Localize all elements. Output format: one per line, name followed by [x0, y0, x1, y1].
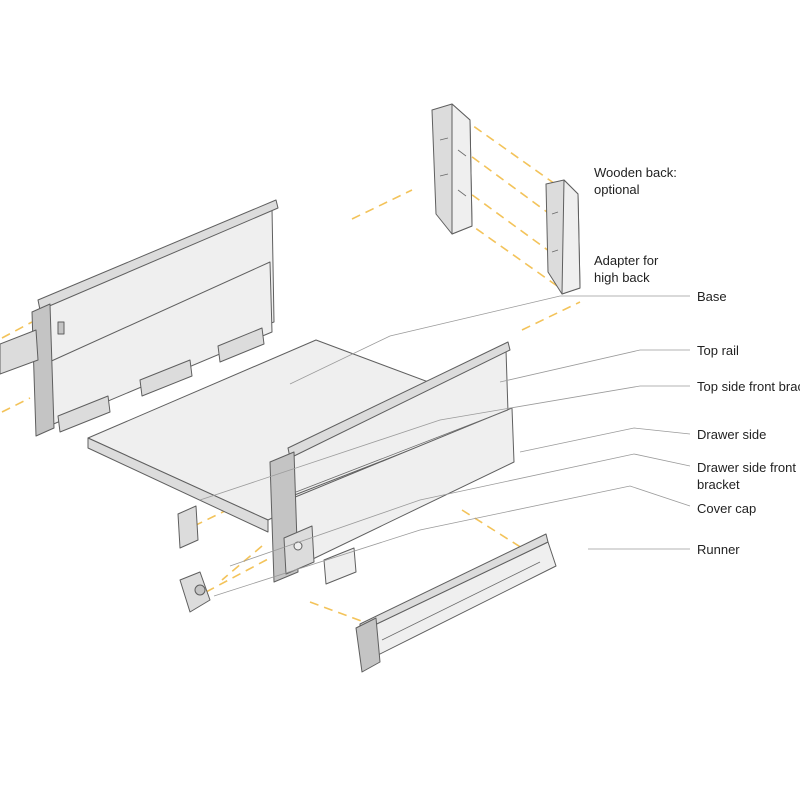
runner-front-cap [355, 617, 381, 673]
label-top-rail: Top rail [697, 343, 739, 358]
adapter-left-detail-1 [439, 137, 449, 141]
adapter-right-detail-1 [551, 211, 559, 215]
assembly-lines [1, 117, 581, 623]
label-wooden-back-line1: Wooden back: [594, 165, 677, 180]
adapter-left-detail-2 [439, 173, 449, 177]
runner-slot-line [381, 561, 541, 641]
fitting-lower-knob [194, 584, 206, 596]
adapter-right [545, 179, 581, 295]
left-side-clip-2 [139, 359, 193, 397]
assembly-line-left-runner-1 [1, 321, 33, 339]
left-side-slot [57, 321, 65, 335]
assembly-line-left-runner-2 [1, 397, 31, 413]
assembly-line-bracket-2 [205, 557, 271, 593]
label-top-side-front-bracket: Top side front bracket [697, 379, 800, 394]
leader-cover-cap [213, 485, 691, 597]
leader-drawer-side [519, 427, 691, 453]
assembly-line-back-left [351, 189, 413, 220]
adapter-right-detail-2 [551, 249, 559, 253]
left-runner-stub [0, 329, 39, 375]
adapter-left-detail-3 [457, 149, 467, 157]
left-side-clip-3 [217, 327, 265, 363]
drawer-side-right-groove [295, 409, 509, 493]
label-wooden-back-line2: optional [594, 182, 640, 197]
label-adapter-line1: Adapter for [594, 253, 659, 268]
leader-drawer-side-front-bracket [229, 453, 691, 567]
assembly-line-back-bottom-2 [463, 219, 561, 289]
label-drawer-side-front-bracket: Drawer side front bracket [697, 459, 796, 493]
runner [355, 533, 557, 673]
label-drawer-side-front-bracket-line1: Drawer side front [697, 460, 796, 475]
drawer-side-left [0, 199, 279, 437]
cover-cap [323, 547, 357, 585]
adapter-right-face [561, 179, 581, 295]
label-cover-cap: Cover cap [697, 501, 757, 516]
label-drawer-side-front-bracket-line2: bracket [697, 477, 740, 492]
left-side-clip-1 [57, 395, 111, 433]
assembly-line-back-bottom-1 [459, 185, 565, 263]
label-runner: Runner [697, 542, 740, 557]
leader-top-side-front-bracket [199, 385, 690, 501]
assembly-line-runner-bottom [309, 601, 365, 623]
assembly-line-runner-front [221, 545, 263, 581]
runner-body [359, 541, 557, 661]
base-board-edge [87, 437, 269, 533]
drawer-side-left-rail [37, 199, 279, 311]
label-drawer-side: Drawer side [697, 427, 767, 442]
drawer-side-left-front-bracket [31, 303, 55, 437]
leader-base [289, 295, 690, 385]
leader-lines [199, 295, 691, 597]
label-adapter-line2: high back [594, 270, 650, 285]
fitting-upper [177, 505, 199, 549]
label-wooden-back: Wooden back: optional [594, 164, 677, 198]
label-base: Base [697, 289, 727, 304]
fittings [177, 505, 211, 613]
assembly-line-runner-top [461, 509, 523, 549]
label-adapter-for-high-back: Adapter for high back [594, 252, 658, 286]
adapter-left [431, 103, 473, 235]
leader-top-rail [499, 349, 690, 383]
adapter-left-detail-4 [457, 189, 467, 197]
assembly-line-back-right [521, 301, 581, 331]
adapter-left-face [451, 103, 473, 235]
